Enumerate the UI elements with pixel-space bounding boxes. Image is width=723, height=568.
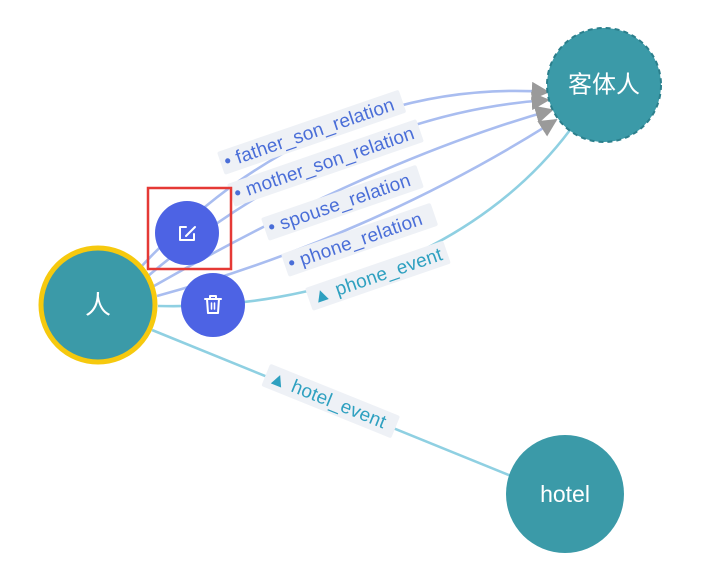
node-hotel-label: hotel xyxy=(540,481,590,507)
delete-button[interactable] xyxy=(181,273,245,337)
node-object-person[interactable]: 客体人 xyxy=(546,27,662,143)
edit-icon xyxy=(179,226,196,241)
trash-icon xyxy=(204,295,222,314)
edge-labels-layer: • father_son_relation • mother_son_relat… xyxy=(217,90,451,439)
highlight-box xyxy=(146,186,233,271)
edge-label-hotel-event[interactable]: ▲ hotel_event xyxy=(261,364,400,439)
node-hotel[interactable]: hotel xyxy=(506,435,624,553)
edit-button[interactable] xyxy=(155,201,219,265)
node-person-selected[interactable]: 人 xyxy=(38,245,158,365)
node-person-label: 人 xyxy=(85,290,111,320)
node-object-person-label: 客体人 xyxy=(568,72,640,99)
edge-label-hotel-event-text: ▲ hotel_event xyxy=(265,367,389,433)
